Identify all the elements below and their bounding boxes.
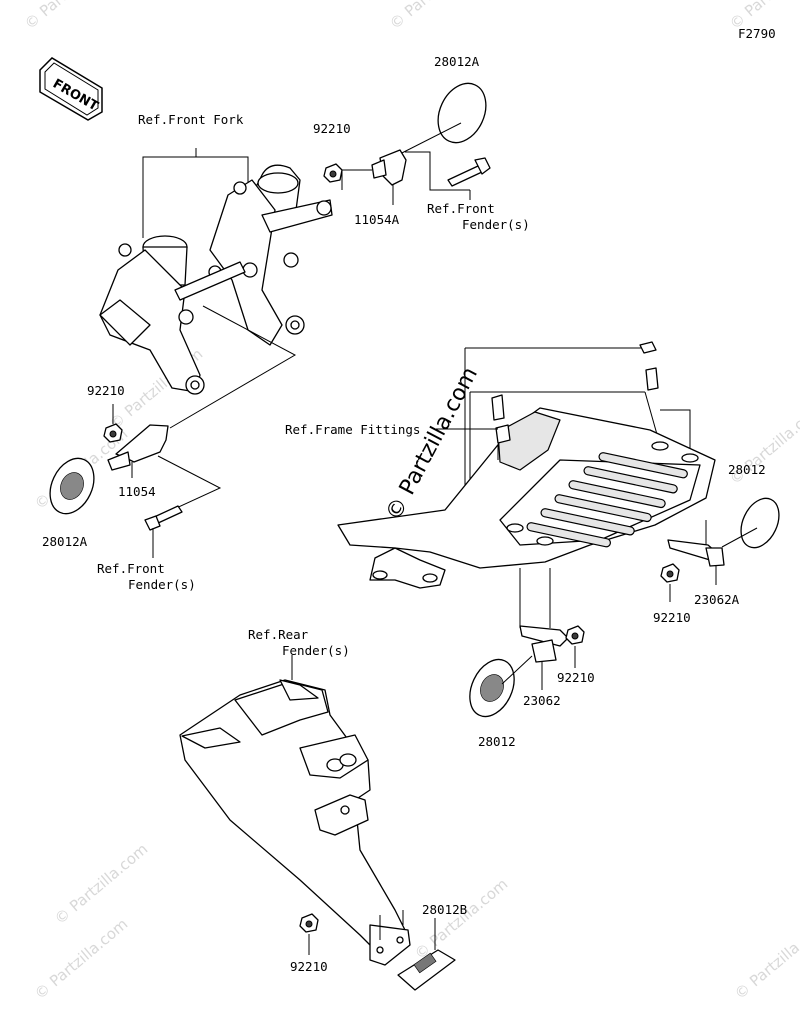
label-ref-rear-fender-2: Fender(s) bbox=[282, 643, 350, 658]
label-ref-front-fender-top-1: Ref.Front bbox=[427, 201, 495, 216]
bracket-23062A bbox=[660, 497, 780, 602]
bracket-23062 bbox=[469, 568, 585, 718]
label-28012-right: 28012 bbox=[728, 462, 766, 477]
watermark-top-mid: © Partzilla.com bbox=[386, 0, 486, 33]
watermark-bottom-right: © Partzilla.com bbox=[731, 915, 800, 1003]
label-ref-front-fender-left-2: Fender(s) bbox=[128, 577, 196, 592]
carrier-slots bbox=[526, 452, 688, 548]
watermark-top-left: © Partzilla.com bbox=[21, 0, 121, 33]
label-ref-front-fender-top-2: Fender(s) bbox=[462, 217, 530, 232]
watermark-bottom-left: © Partzilla.com bbox=[31, 915, 131, 1003]
watermark-bottom-center: © Partzilla.com bbox=[51, 840, 151, 928]
label-ref-front-fork: Ref.Front Fork bbox=[138, 112, 244, 127]
label-92210-top: 92210 bbox=[313, 121, 351, 136]
label-ref-rear-fender-1: Ref.Rear bbox=[248, 627, 309, 642]
label-ref-frame-fittings: Ref.Frame Fittings bbox=[285, 422, 420, 437]
bracket-11054A bbox=[341, 149, 491, 205]
label-28012A-left: 28012A bbox=[42, 534, 88, 549]
part-labels: 28012A 92210 11054A Ref.Front Fork Ref.F… bbox=[42, 54, 766, 974]
watermark-bottom-mid: © Partzilla.com bbox=[411, 875, 511, 963]
left-reflector-group bbox=[49, 404, 222, 558]
label-23062A: 23062A bbox=[694, 592, 740, 607]
label-28012B: 28012B bbox=[422, 902, 467, 917]
rear-carrier-assembly bbox=[337, 341, 716, 589]
front-fork-assembly bbox=[99, 148, 333, 429]
front-arrow-badge: FRONT bbox=[39, 57, 103, 121]
label-92210-bottom: 92210 bbox=[290, 959, 328, 974]
reflector-28012A-top bbox=[391, 82, 487, 159]
label-11054A: 11054A bbox=[354, 212, 400, 227]
label-92210-right: 92210 bbox=[653, 610, 691, 625]
label-23062: 23062 bbox=[523, 693, 561, 708]
label-92210-left: 92210 bbox=[87, 383, 125, 398]
label-92210-mid: 92210 bbox=[557, 670, 595, 685]
rear-fender-assembly bbox=[179, 655, 456, 991]
label-28012-mid: 28012 bbox=[478, 734, 516, 749]
figure-code: F2790 bbox=[738, 26, 776, 41]
label-11054: 11054 bbox=[118, 484, 156, 499]
label-ref-front-fender-left-1: Ref.Front bbox=[97, 561, 165, 576]
nut-92210-top bbox=[323, 163, 343, 183]
label-28012A-top: 28012A bbox=[434, 54, 480, 69]
